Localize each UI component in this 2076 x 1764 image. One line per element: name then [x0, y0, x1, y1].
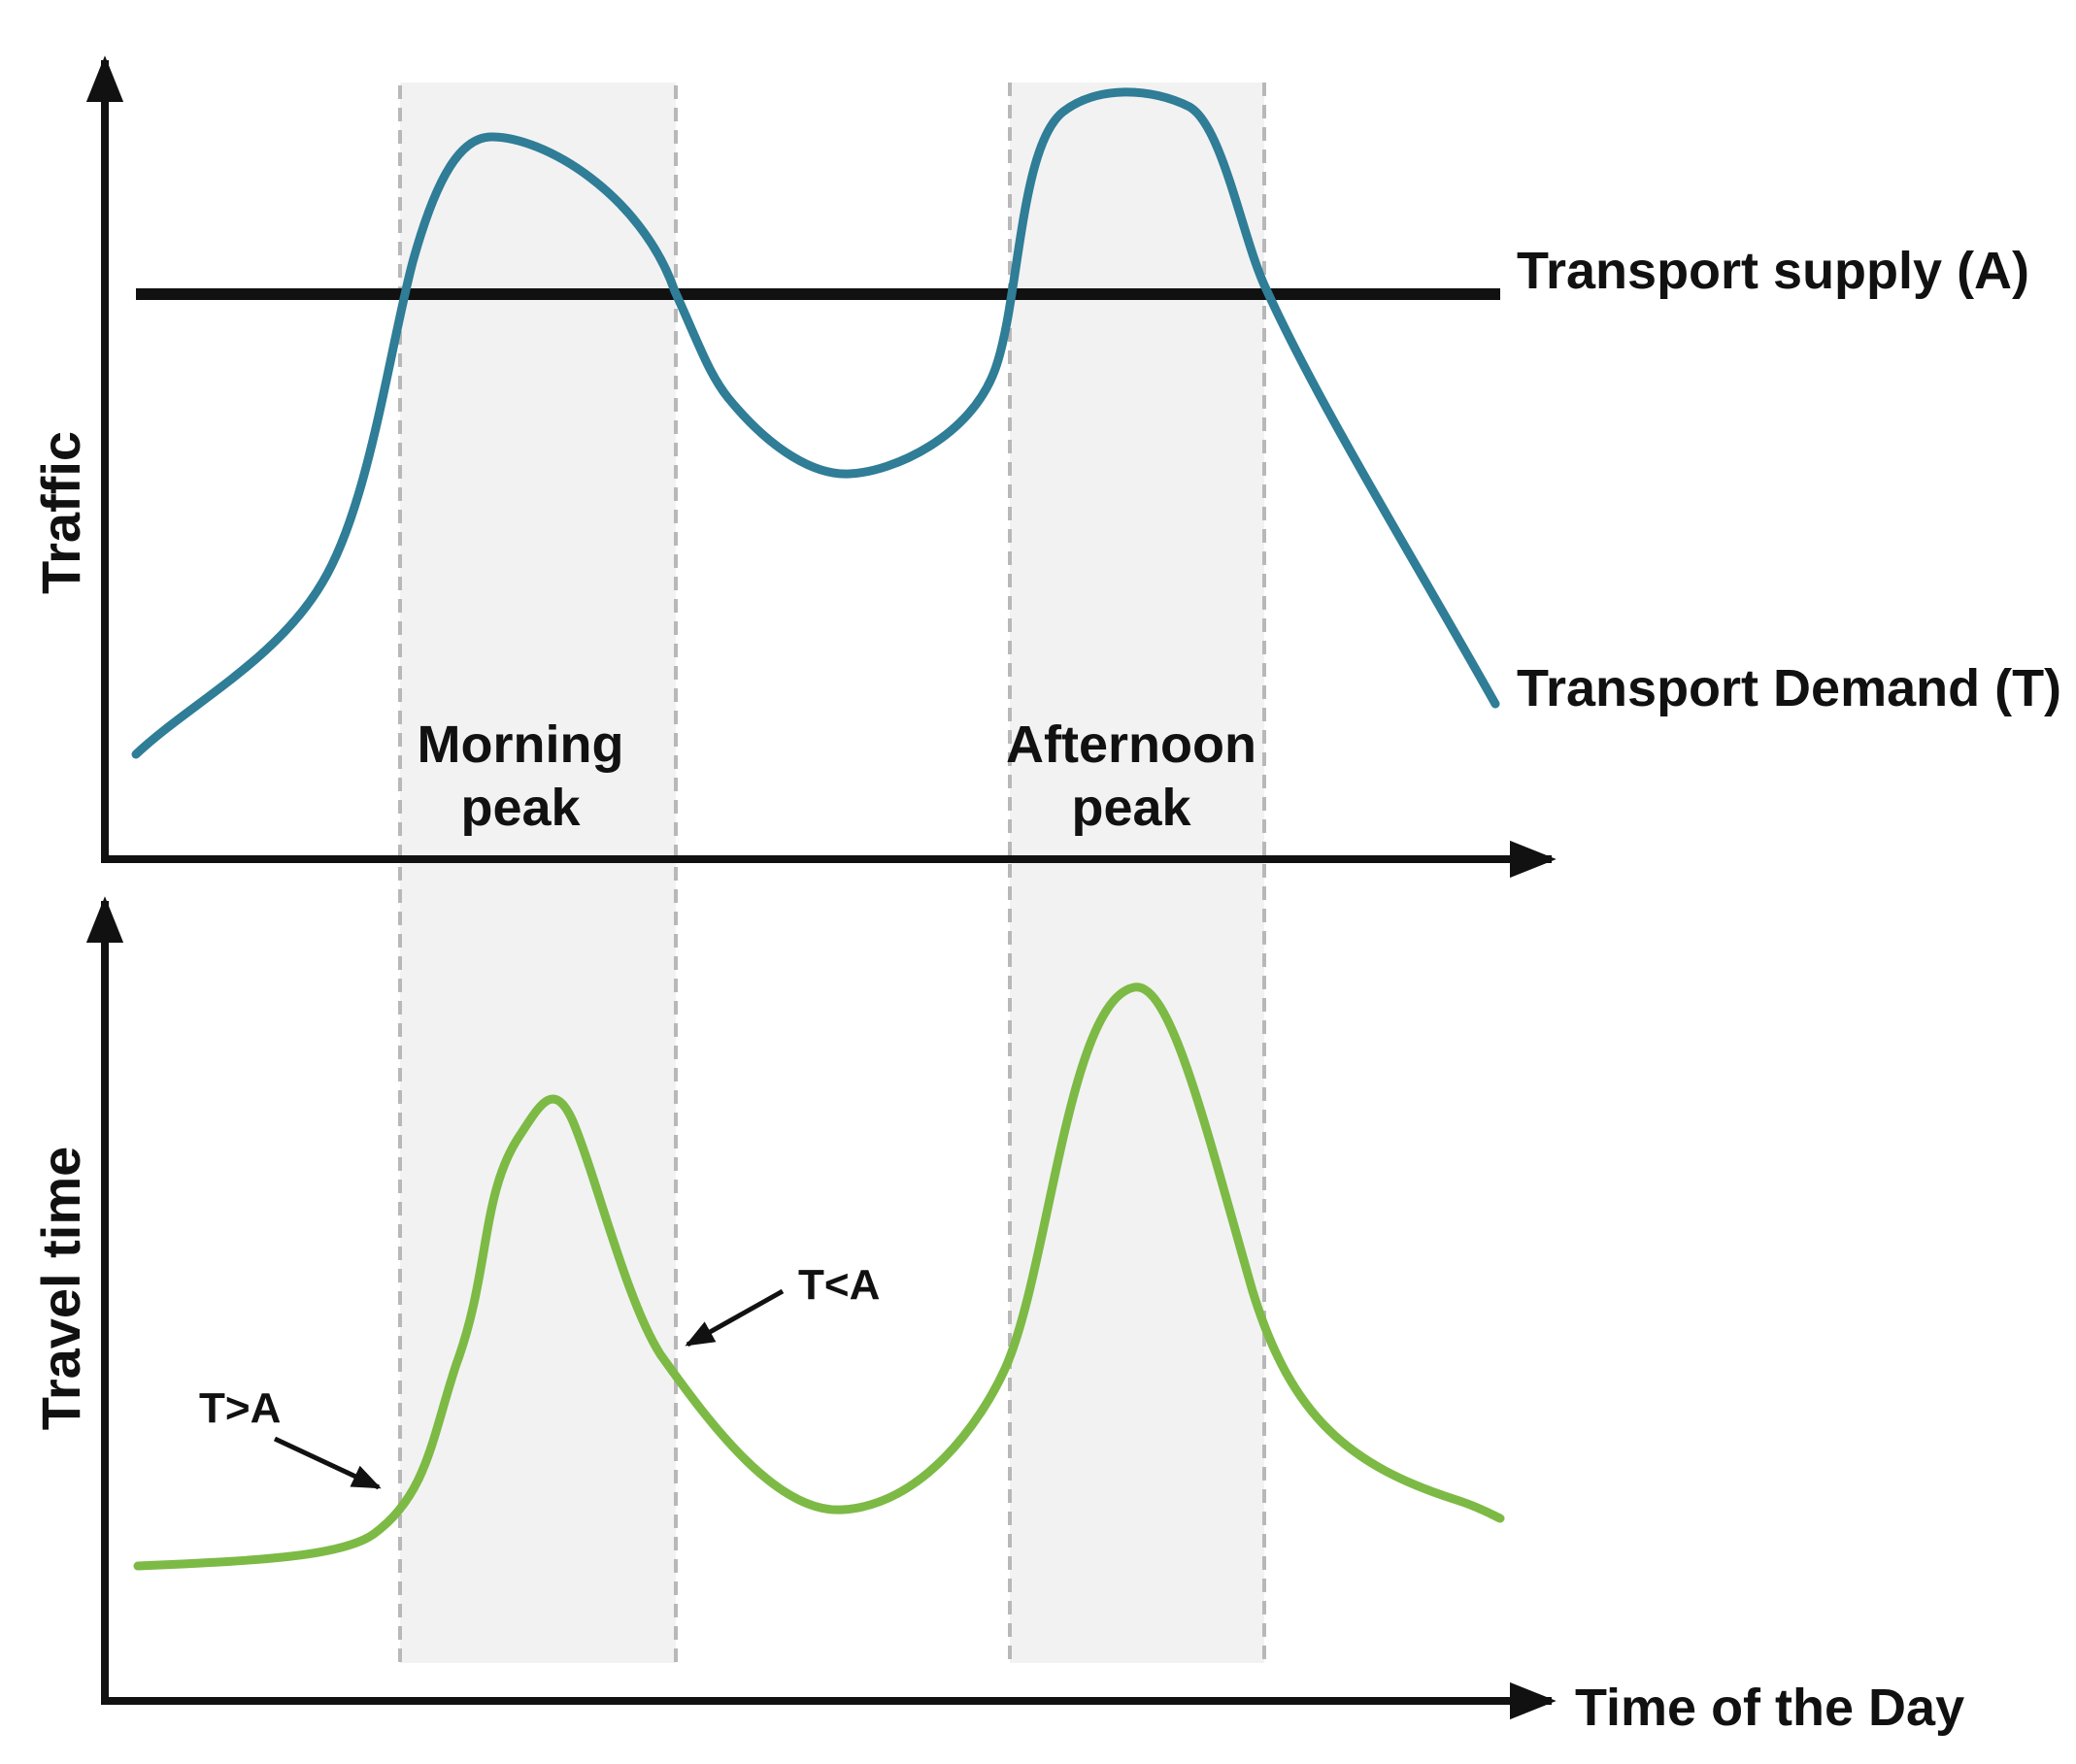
- afternoon-peak-band: [1010, 83, 1264, 1663]
- transport-demand-curve: [131, 87, 1500, 759]
- morning-peak-label-line1: Morning: [418, 716, 624, 774]
- transport-supply-label: Transport supply (A): [1517, 242, 2029, 300]
- transport-demand-label: Transport Demand (T): [1517, 659, 2061, 717]
- travel-time-curve: [133, 982, 1505, 1571]
- afternoon-peak-label-line1: Afternoon: [1006, 716, 1256, 774]
- morning-peak-label-line2: peak: [460, 779, 581, 837]
- t-less-a-label: T<A: [798, 1261, 880, 1309]
- time-of-day-label: Time of the Day: [1575, 1679, 1964, 1737]
- t-greater-a-label: T>A: [199, 1384, 281, 1432]
- t-greater-a-arrow: [273, 1436, 382, 1490]
- t-less-a-arrow: [685, 1288, 785, 1348]
- afternoon-peak-label-line2: peak: [1071, 779, 1191, 837]
- travel-time-axis-label: Travel time: [30, 1147, 91, 1431]
- traffic-axis-label: Traffic: [30, 431, 91, 594]
